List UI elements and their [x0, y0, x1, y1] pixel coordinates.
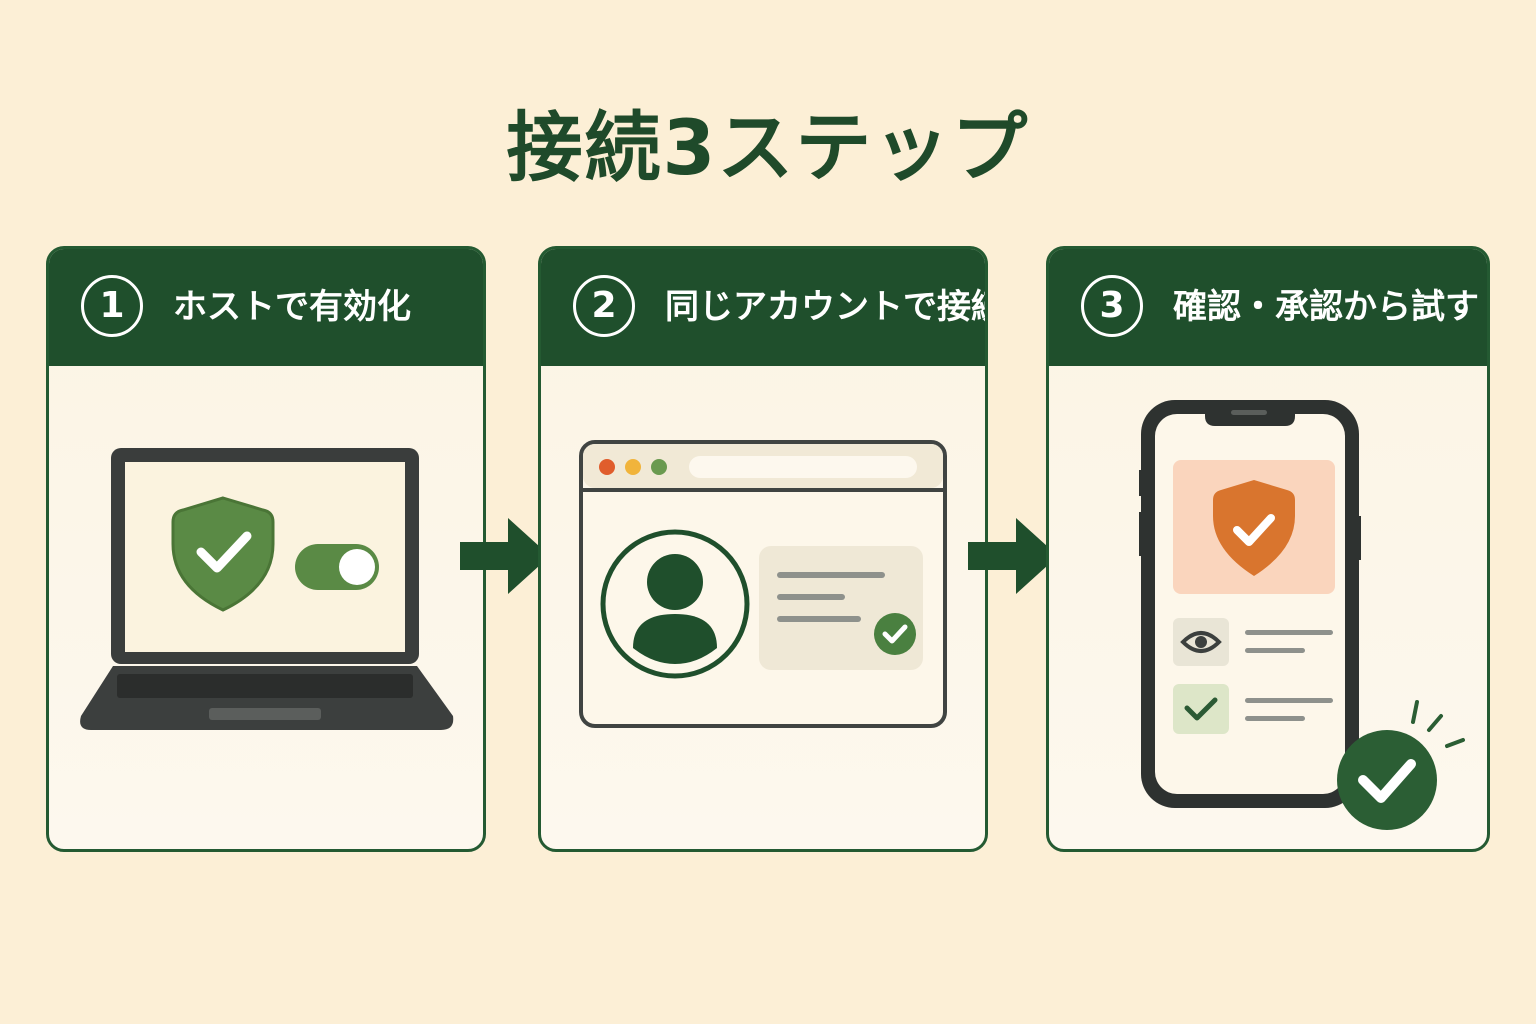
shield-check-icon — [1213, 480, 1295, 576]
eye-icon — [1180, 631, 1222, 653]
step-card-1: 1 ホストで有効化 — [46, 246, 486, 852]
check-circle-icon — [874, 613, 916, 655]
laptop-icon — [80, 448, 454, 730]
checkbox-icon — [1173, 684, 1229, 734]
step-header-3: 3 確認・承認から試す — [1049, 249, 1487, 366]
step-number-1: 1 — [81, 275, 143, 337]
page-title: 接続3ステップ — [506, 103, 1030, 192]
step-card-2: 2 同じアカウントで接続 — [538, 246, 988, 852]
step-label-3: 確認・承認から試す — [1173, 287, 1479, 327]
toggle-switch-icon — [295, 544, 379, 590]
step-number-2: 2 — [573, 275, 635, 337]
arrow-right-icon — [968, 518, 1058, 594]
step-header-1: 1 ホストで有効化 — [49, 249, 483, 366]
smartphone-icon — [1139, 400, 1465, 830]
step-label-1: ホストで有効化 — [173, 287, 411, 327]
step-number-3: 3 — [1081, 275, 1143, 337]
user-avatar-icon — [600, 529, 750, 679]
step-header-2: 2 同じアカウントで接続 — [541, 249, 985, 366]
step-card-3: 3 確認・承認から試す — [1046, 246, 1490, 852]
browser-window-icon — [579, 440, 947, 728]
shield-check-icon — [171, 496, 275, 612]
check-circle-icon — [1337, 700, 1465, 830]
arrow-right-icon — [460, 518, 550, 594]
step-label-2: 同じアカウントで接続 — [665, 287, 988, 327]
